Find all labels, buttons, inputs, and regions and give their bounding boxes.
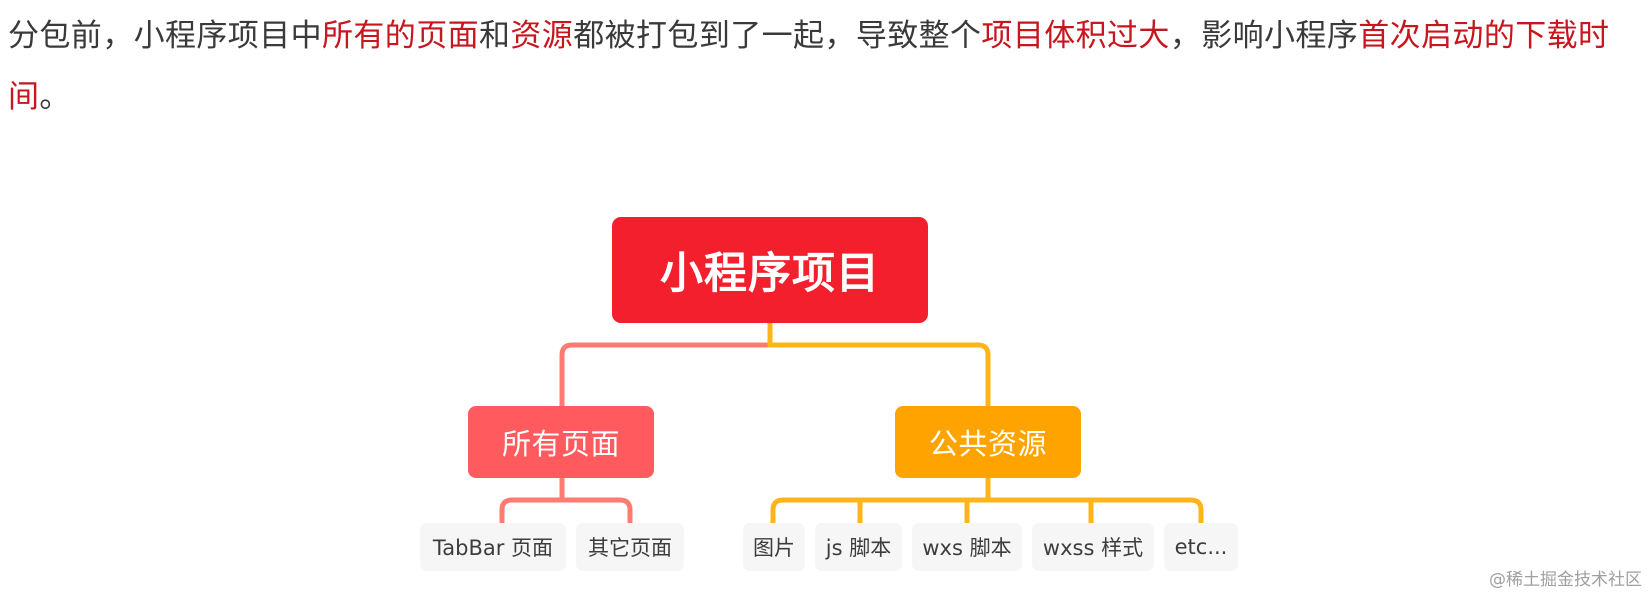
leaf-images: 图片: [743, 523, 805, 571]
leaf-js-scripts: js 脚本: [815, 523, 902, 571]
highlighted-text: 项目体积过大: [981, 18, 1170, 54]
leaf-other-pages: 其它页面: [576, 523, 684, 571]
intro-paragraph: 分包前，小程序项目中所有的页面和资源都被打包到了一起，导致整个项目体积过大，影响…: [8, 6, 1648, 128]
site-watermark: @稀土掘金技术社区: [1489, 570, 1642, 590]
leaf-wxss-styles: wxss 样式: [1032, 523, 1154, 571]
highlighted-text: 资源: [510, 18, 574, 54]
branch-node-pages: 所有页面: [468, 406, 654, 478]
connector-root-assets: [767, 320, 991, 409]
paragraph-text: 分包前，小程序项目中: [8, 18, 322, 54]
paragraph-text: 都被打包到了一起，导致整个: [573, 18, 982, 54]
leaf-etc: etc...: [1164, 523, 1238, 571]
paragraph-text: 。: [39, 79, 71, 115]
root-node: 小程序项目: [612, 217, 928, 323]
paragraph-text: 和: [479, 18, 511, 54]
highlighted-text: 首次启动的下载时间: [8, 18, 1610, 115]
leaf-tabbar-pages: TabBar 页面: [420, 523, 566, 571]
connector-pages-leaves: [499, 475, 633, 526]
leaf-wxs-scripts: wxs 脚本: [912, 523, 1022, 571]
highlighted-text: 所有的页面: [322, 18, 479, 54]
paragraph-text: ，影响小程序: [1169, 18, 1359, 54]
connector-root-pages: [559, 320, 773, 409]
connector-assets-leaves: [770, 475, 1204, 526]
branch-node-assets: 公共资源: [895, 406, 1081, 478]
